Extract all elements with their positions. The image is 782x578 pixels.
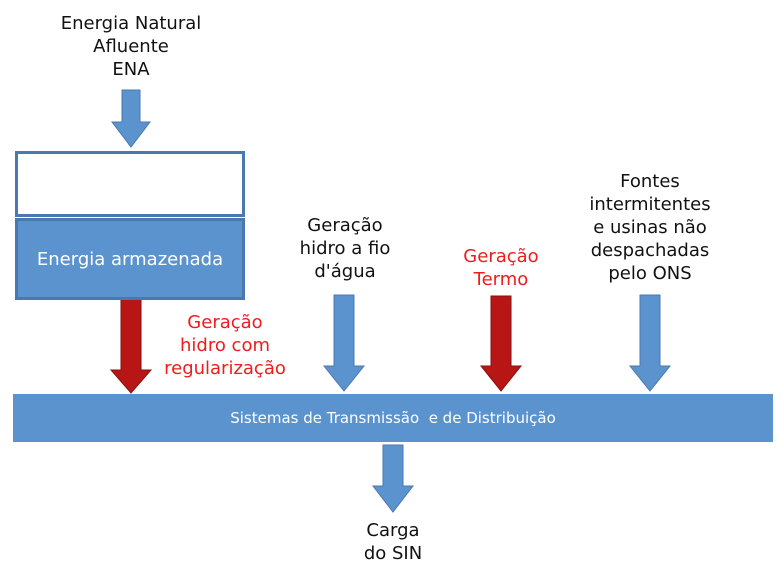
- transmission-label: Sistemas de Transmissão e de Distribuiçã…: [230, 409, 556, 427]
- load-label: Carga do SIN: [363, 520, 423, 564]
- thermal-label: Geração Termo: [463, 246, 539, 290]
- ena-label: Energia Natural Afluente ENA: [60, 13, 202, 80]
- arrow-run-of-river: [322, 294, 366, 392]
- transmission-bar: Sistemas de Transmissão e de Distribuiçã…: [13, 394, 773, 442]
- hydro-regulated-label: Geração hidro com regularização: [164, 312, 286, 379]
- stored-energy-box: Energia armazenada: [15, 218, 245, 300]
- arrow-hydro-regulated: [109, 296, 153, 394]
- arrow-ena-to-storage: [110, 89, 152, 148]
- arrow-intermittent: [628, 294, 672, 392]
- arrow-thermal: [479, 295, 523, 392]
- storage-capacity-box: [15, 151, 245, 217]
- stored-energy-label: Energia armazenada: [36, 248, 224, 270]
- intermittent-label: Fontes intermitentes e usinas não despac…: [589, 171, 711, 284]
- run-of-river-label: Geração hidro a fio d'água: [299, 215, 391, 282]
- arrow-to-load: [371, 444, 415, 513]
